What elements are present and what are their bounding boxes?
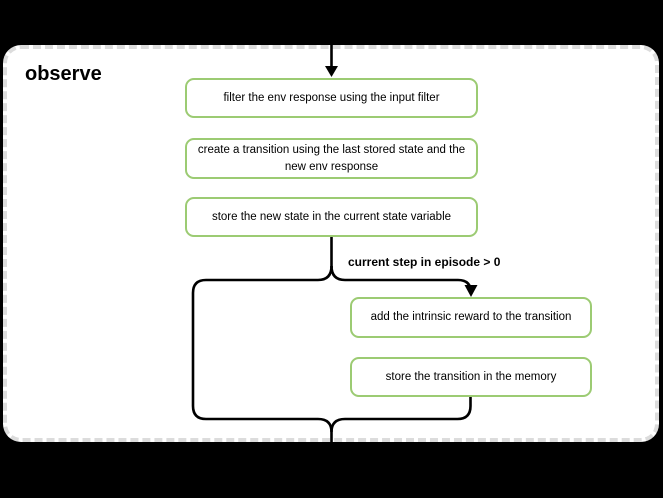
node-add-intrinsic-reward: add the intrinsic reward to the transiti… xyxy=(350,297,592,338)
node-label: store the transition in the memory xyxy=(385,370,557,383)
node-filter-env-response: filter the env response using the input … xyxy=(185,78,478,118)
node-create-transition: create a transition using the last store… xyxy=(185,138,478,179)
node-store-new-state: store the new state in the current state… xyxy=(185,197,478,237)
node-label: add the intrinsic reward to the transiti… xyxy=(370,311,572,324)
node-label: create a transition using the last store… xyxy=(197,144,466,173)
node-label: store the new state in the current state… xyxy=(211,210,452,223)
node-label: filter the env response using the input … xyxy=(223,91,440,104)
condition-label: current step in episode > 0 xyxy=(348,255,501,269)
node-store-transition-memory: store the transition in the memory xyxy=(350,357,592,397)
diagram-title: observe xyxy=(25,63,102,85)
